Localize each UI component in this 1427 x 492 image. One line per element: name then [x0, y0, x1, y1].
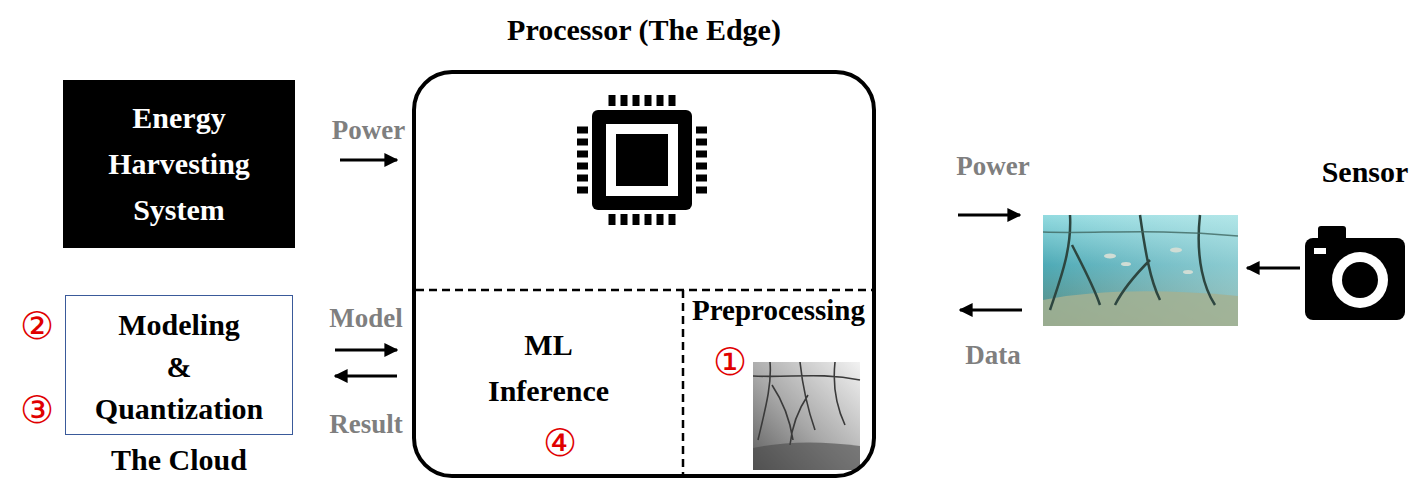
label-holder: Power — [954, 150, 1031, 182]
chip-body — [592, 110, 692, 210]
box-title: Preprocessing — [685, 292, 872, 328]
grayscale-ground — [753, 362, 860, 470]
fish — [1121, 262, 1131, 266]
fish — [1170, 248, 1182, 253]
sea-floor — [1043, 291, 1238, 326]
edge-label: Model — [327, 302, 405, 334]
box-heading: Processor (The Edge) — [416, 12, 872, 48]
water-haze — [1043, 215, 1238, 326]
edge-label-holder: Model — [327, 302, 405, 334]
dashed-divider — [416, 289, 872, 292]
edge-label-holder: Power — [330, 114, 407, 146]
label-holder: Data — [963, 339, 1023, 371]
chip-core — [616, 134, 668, 186]
chip-ring — [606, 124, 678, 196]
box-title: ML Inference — [484, 322, 614, 414]
sensor-label: Sensor — [1322, 154, 1409, 190]
connector-arrow — [335, 375, 397, 378]
mangrove-roots — [1050, 215, 1215, 310]
capture-arrow — [1247, 267, 1300, 270]
edge-label: Power — [330, 114, 407, 146]
energy-box: Energy Harvesting System — [63, 80, 295, 248]
grayscale-image — [753, 362, 860, 470]
signal-label: Data — [963, 339, 1023, 371]
data-arrow — [960, 309, 1022, 312]
camera-flash — [1314, 248, 1326, 254]
connector-arrow — [335, 349, 397, 352]
callout-number: ① — [713, 342, 747, 382]
water — [1043, 215, 1238, 326]
grayscale-roots — [753, 362, 860, 445]
box-title: Modeling & Quantization — [87, 304, 272, 430]
edge-label-holder: Result — [327, 408, 405, 440]
callout-number: ④ — [543, 423, 577, 463]
box-title: Energy Harvesting System — [94, 95, 264, 233]
fish — [1183, 270, 1193, 274]
cloud-box: Modeling & QuantizationThe Cloud — [65, 295, 293, 435]
chip-pins — [577, 95, 707, 225]
label-holder: ③ — [20, 390, 54, 430]
camera-lens-core — [1342, 262, 1378, 298]
dashed-divider — [682, 290, 685, 474]
label-holder: Sensor — [1322, 154, 1409, 190]
processor-box: Processor (The Edge)ML InferencePreproce… — [412, 70, 876, 478]
edge-label: Result — [327, 408, 405, 440]
camera-body — [1305, 238, 1405, 320]
label-holder: ② — [20, 306, 54, 346]
callout-number: ② — [20, 306, 54, 346]
power-arrow — [958, 214, 1020, 217]
camera-icon — [1305, 226, 1405, 320]
camera-lens — [1332, 252, 1388, 308]
preprocessing-area: Preprocessing — [685, 292, 872, 474]
box-heading: The Cloud — [66, 442, 292, 478]
label-holder: ① — [713, 342, 747, 382]
underwater-image — [1043, 215, 1238, 326]
grayscale-floor — [753, 442, 860, 470]
callout-number: ③ — [20, 390, 54, 430]
label-holder: ④ — [543, 423, 577, 463]
signal-label: Power — [954, 150, 1031, 182]
chip-icon — [577, 95, 707, 225]
fish — [1104, 254, 1116, 259]
mangrove-branch — [1043, 232, 1238, 236]
connector-arrow — [340, 159, 397, 162]
